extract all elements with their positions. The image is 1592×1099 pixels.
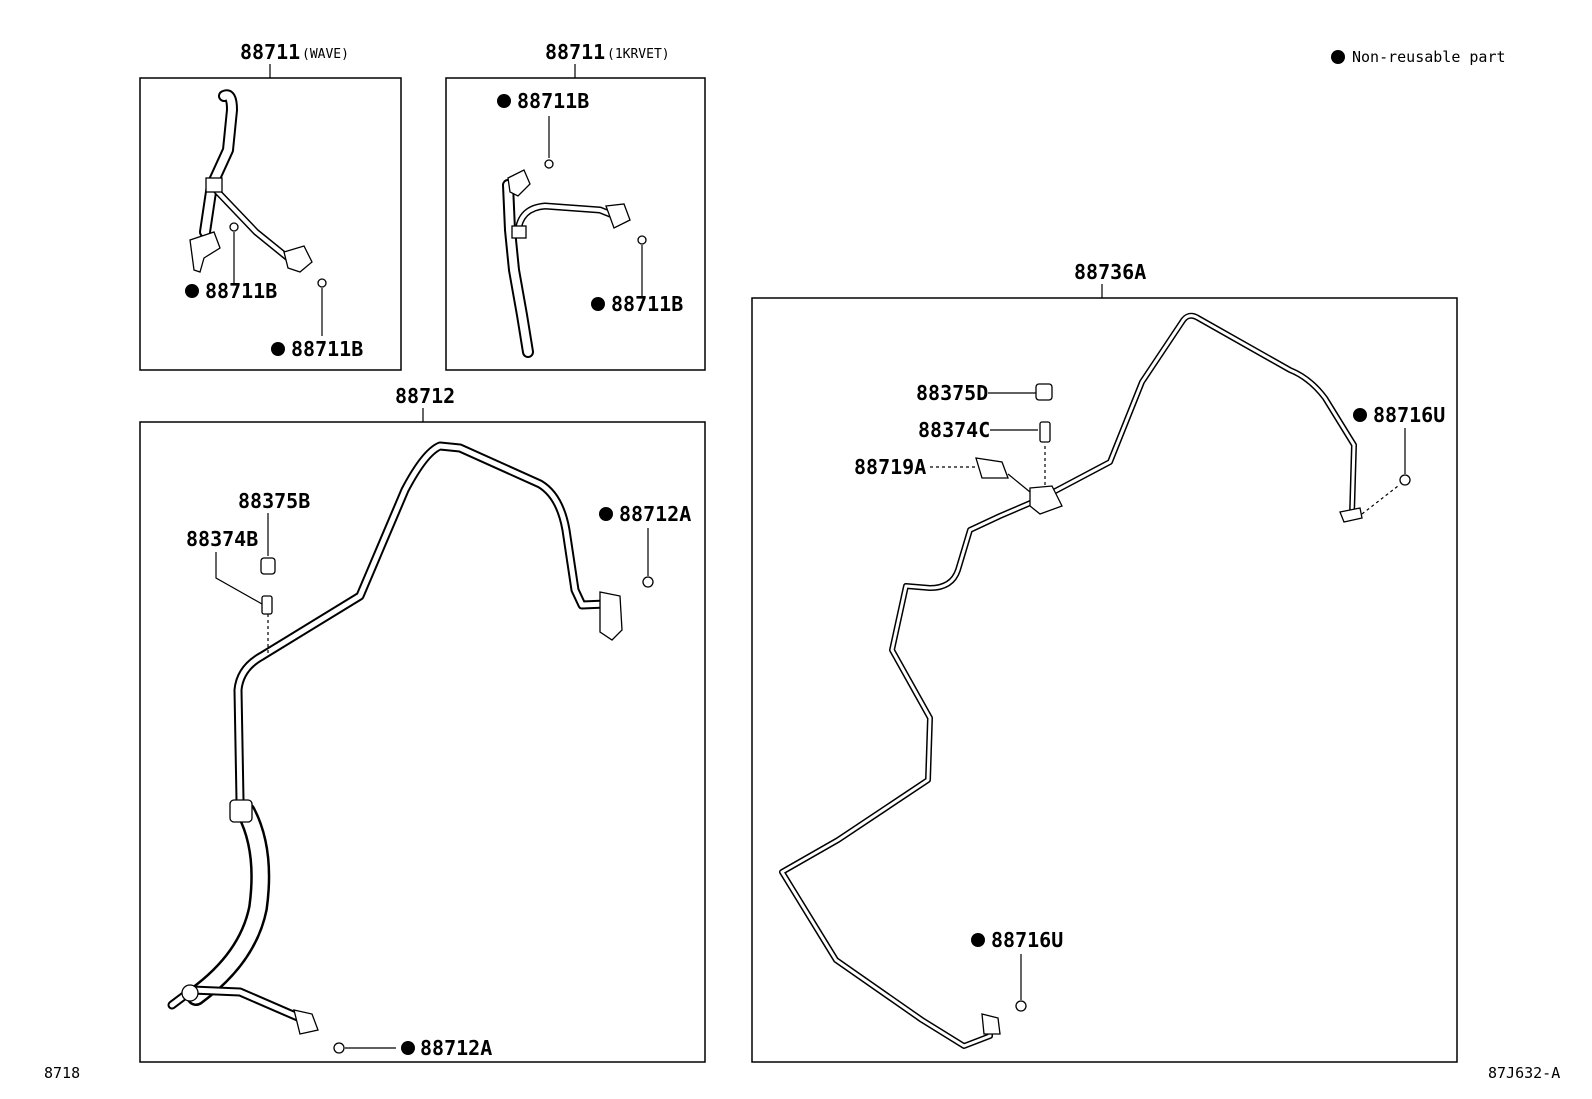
group-liquid-tube: 88736A 88375D 88374C 88719A 88716U 88716… (751, 260, 1458, 1063)
callout-88712a-1: 88712A (619, 502, 691, 526)
callout-88711b-1: 88711B (205, 279, 277, 303)
detail-box (139, 421, 706, 1063)
valve-core-part (261, 595, 273, 615)
suction-hose-wave-drawing (189, 89, 327, 288)
footer-right-code: 87J632-A (1488, 1064, 1560, 1082)
callout-88375b: 88375B (238, 489, 310, 513)
part-number-label: 88712 (395, 384, 455, 408)
part-number-label: 88736A (1074, 260, 1146, 284)
group-hose-1krvet: 88711 (1KRVET) 88711B 88711B (445, 40, 706, 371)
detail-box (139, 77, 402, 371)
legend: Non-reusable part (1331, 48, 1506, 66)
callout-88716u-1: 88716U (1373, 403, 1445, 427)
callout-88711b-2: 88711B (291, 337, 363, 361)
valve-core-part (1039, 421, 1051, 443)
callout-88375d: 88375D (916, 381, 988, 405)
callout-88374b: 88374B (186, 527, 258, 551)
variant-label: (WAVE) (302, 47, 349, 62)
liquid-tube-drawing (779, 312, 1411, 1049)
part-number-label: 88711 (545, 40, 605, 64)
footer-left-code: 8718 (44, 1064, 80, 1082)
group-discharge-hose: 88712 88375B 88374B 88712A (139, 384, 706, 1063)
callout-88711b-top: 88711B (517, 89, 589, 113)
suction-hose-1krvet-drawing (502, 169, 631, 358)
detail-box (445, 77, 706, 371)
legend-text: Non-reusable part (1352, 48, 1506, 66)
part-number-label: 88711 (240, 40, 300, 64)
pressure-switch-part (975, 457, 1009, 479)
callout-88719a: 88719A (854, 455, 926, 479)
callout-88712a-2: 88712A (420, 1036, 492, 1060)
detail-box (751, 297, 1458, 1063)
service-port-block (1029, 485, 1063, 515)
group-hose-wave: 88711 (WAVE) 88711B 88711B (139, 40, 402, 371)
cap-part (260, 557, 276, 575)
cap-part (1035, 383, 1053, 401)
discharge-pipe-drawing (167, 441, 654, 1054)
callout-88374c: 88374C (918, 418, 990, 442)
variant-label: (1KRVET) (607, 47, 670, 62)
callout-88711b-bottom: 88711B (611, 292, 683, 316)
non-reusable-dot-icon (1331, 50, 1345, 64)
callout-88716u-2: 88716U (991, 928, 1063, 952)
